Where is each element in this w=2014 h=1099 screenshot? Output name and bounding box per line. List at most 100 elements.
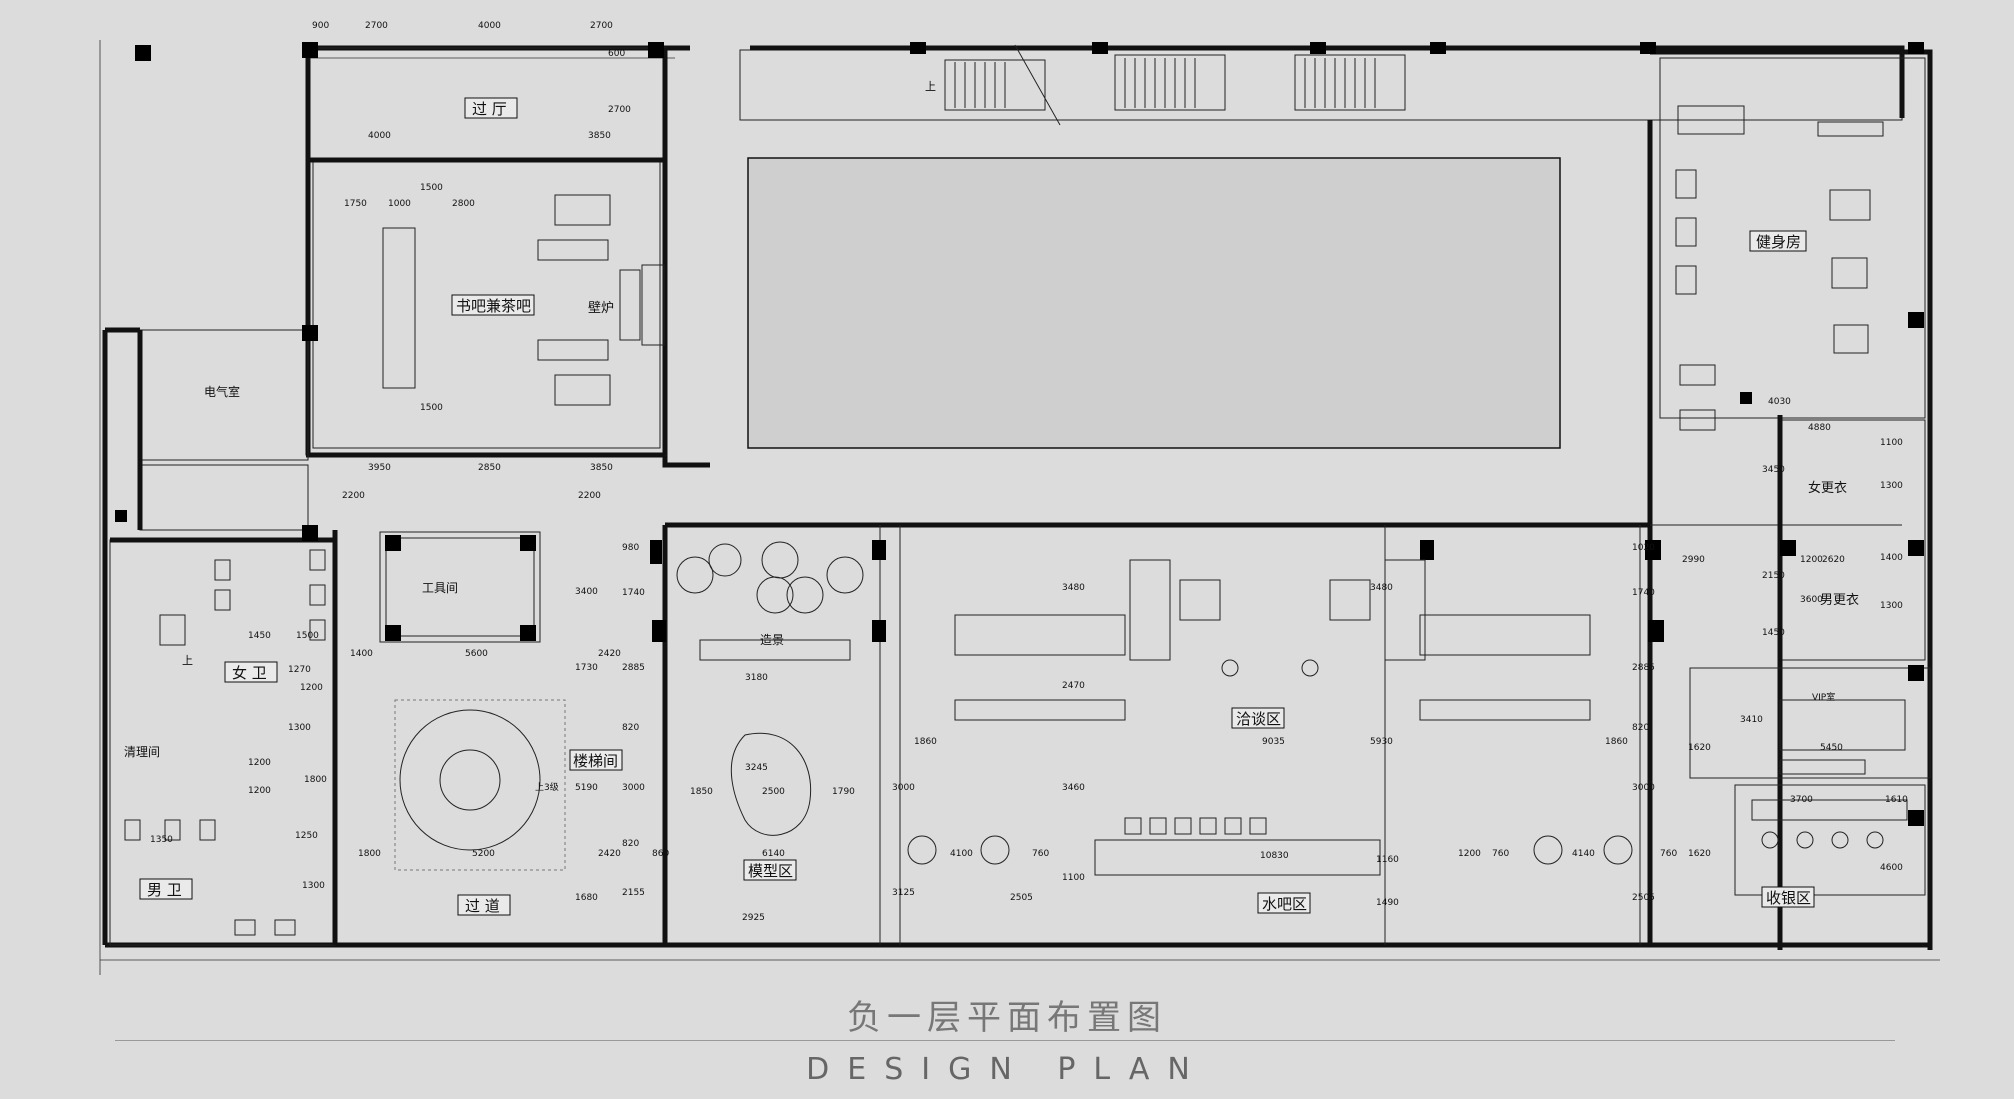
room-labels: 过 厅 书吧兼茶吧 壁炉 电气室 工具间 女 卫 清理间 男 卫 楼梯间 过 道… bbox=[124, 97, 1859, 916]
dim-model-0: 980 bbox=[622, 543, 639, 553]
dim-model-8: 6140 bbox=[762, 849, 785, 859]
dim-gym-12: 1400 bbox=[1880, 553, 1903, 563]
label-cleaning: 清理间 bbox=[124, 745, 160, 759]
label-tool-room: 工具间 bbox=[422, 581, 458, 595]
dim-right-1: 1740 bbox=[1632, 588, 1655, 598]
dim-right-7: 760 bbox=[1660, 849, 1677, 859]
dim-lobby-0: 4000 bbox=[368, 131, 391, 141]
dim-book-3: 1500 bbox=[420, 183, 443, 193]
dim-model-4: 3245 bbox=[745, 763, 768, 773]
dim-water-10: 3125 bbox=[892, 888, 915, 898]
dim-gym-1: 4880 bbox=[1808, 423, 1831, 433]
label-passage: 过 道 bbox=[465, 897, 500, 915]
label-landscape: 造景 bbox=[760, 633, 784, 647]
dim-water-5: 1490 bbox=[1376, 898, 1399, 908]
dim-model-3: 3180 bbox=[745, 673, 768, 683]
dim-stair-1: 3000 bbox=[622, 783, 645, 793]
dim-book-4: 1500 bbox=[420, 403, 443, 413]
vip-cashier-furniture bbox=[1751, 699, 1908, 849]
dim-bookbot-0: 3950 bbox=[368, 463, 391, 473]
dim-stair-5: 5200 bbox=[472, 849, 495, 859]
dim-lobby-1: 3850 bbox=[588, 131, 611, 141]
dim-wc-7: 1350 bbox=[150, 835, 173, 845]
dim-model-10: 820 bbox=[622, 839, 639, 849]
dim-top-5: 2700 bbox=[608, 105, 631, 115]
dim-right-6: 820 bbox=[1632, 723, 1649, 733]
dim-gym-5: 1450 bbox=[1762, 628, 1785, 638]
dim-bookbot-2: 3850 bbox=[590, 463, 613, 473]
dim-top-2: 4000 bbox=[478, 21, 501, 31]
model-table bbox=[730, 732, 812, 836]
gym-equipment bbox=[1675, 105, 1884, 431]
dim-wc-2: 1300 bbox=[288, 723, 311, 733]
dim-stair-3: 820 bbox=[622, 723, 639, 733]
dim-gym-8: 2620 bbox=[1822, 555, 1845, 565]
dim-water-6: 760 bbox=[1032, 849, 1049, 859]
dim-neg-3: 9035 bbox=[1262, 737, 1285, 747]
dim-wc-3: 1200 bbox=[248, 758, 271, 768]
dim-vip-0: 3410 bbox=[1740, 715, 1763, 725]
dimension-labels: 900 2700 4000 2700 600 2700 4000 3850 17… bbox=[150, 21, 1908, 923]
label-model-area: 模型区 bbox=[748, 862, 793, 880]
dim-vip-4: 4600 bbox=[1880, 863, 1903, 873]
dim-neg-4: 5930 bbox=[1370, 737, 1393, 747]
dim-stair-4: 1800 bbox=[358, 849, 381, 859]
plan-subtitle: DESIGN PLAN bbox=[806, 1052, 1208, 1087]
label-women-locker: 女更衣 bbox=[1808, 480, 1847, 496]
dim-bookbot-1: 2850 bbox=[478, 463, 501, 473]
dim-right-2: 2885 bbox=[1632, 663, 1655, 673]
label-fireplace: 壁炉 bbox=[588, 301, 614, 316]
dim-wc-6: 1250 bbox=[295, 831, 318, 841]
dim-wc-5: 1800 bbox=[304, 775, 327, 785]
dim-right-4: 1620 bbox=[1688, 743, 1711, 753]
label-cashier: 收银区 bbox=[1766, 889, 1811, 907]
dim-model-1: 1740 bbox=[622, 588, 645, 598]
dim-neg-0: 3480 bbox=[1062, 583, 1085, 593]
dim-neg-2: 2470 bbox=[1062, 681, 1085, 691]
dim-right-3: 3000 bbox=[1632, 783, 1655, 793]
dim-midleft-2: 3400 bbox=[575, 587, 598, 597]
dim-neg-1: 3480 bbox=[1370, 583, 1393, 593]
dim-model-9: 2925 bbox=[742, 913, 765, 923]
dim-water-4: 1160 bbox=[1376, 855, 1399, 865]
spiral-staircase bbox=[394, 699, 566, 871]
dim-model-2: 2885 bbox=[622, 663, 645, 673]
dim-gym-6: 1200 bbox=[1800, 555, 1823, 565]
dim-vip-1: 5450 bbox=[1820, 743, 1843, 753]
label-stairwell: 楼梯间 bbox=[573, 752, 618, 770]
dim-gym-2: 3450 bbox=[1762, 465, 1785, 475]
up-marker-stair: 上 bbox=[182, 654, 193, 667]
up-markers: 上 上 上3级 bbox=[182, 80, 936, 793]
dim-stair-2: 5190 bbox=[575, 783, 598, 793]
dim-wc-1: 1200 bbox=[300, 683, 323, 693]
book-bar-furniture bbox=[382, 194, 665, 406]
building-walls bbox=[102, 45, 1933, 950]
dim-model-6: 2500 bbox=[762, 787, 785, 797]
swimming-pool bbox=[747, 157, 1561, 449]
dim-gym-10: 1300 bbox=[1880, 601, 1903, 611]
dim-wc-8: 1300 bbox=[302, 881, 325, 891]
dim-stair-8: 2155 bbox=[622, 888, 645, 898]
dim-top-0: 900 bbox=[312, 21, 329, 31]
dim-gym-11: 1100 bbox=[1880, 438, 1903, 448]
dim-top-4: 600 bbox=[608, 49, 625, 59]
dim-gym-7: 3600 bbox=[1800, 595, 1823, 605]
dim-stair-7: 1680 bbox=[575, 893, 598, 903]
dim-model-5: 1850 bbox=[690, 787, 713, 797]
dim-book-1: 1000 bbox=[388, 199, 411, 209]
caption-divider bbox=[115, 1040, 1895, 1041]
wc-fixtures bbox=[124, 549, 326, 936]
label-men-wc: 男 卫 bbox=[147, 881, 182, 899]
dim-midleft-4: 5600 bbox=[465, 649, 488, 659]
dim-midleft-3: 1400 bbox=[350, 649, 373, 659]
dim-model-7: 1790 bbox=[832, 787, 855, 797]
frame-guides bbox=[99, 40, 1940, 975]
dim-water-2: 4140 bbox=[1572, 849, 1595, 859]
dim-water-0: 10830 bbox=[1260, 851, 1289, 861]
label-water-bar: 水吧区 bbox=[1262, 895, 1307, 913]
label-book-bar: 书吧兼茶吧 bbox=[456, 297, 531, 315]
dim-midleft-7: 1500 bbox=[296, 631, 319, 641]
label-lobby: 过 厅 bbox=[472, 100, 507, 118]
structural-columns bbox=[115, 42, 1924, 826]
